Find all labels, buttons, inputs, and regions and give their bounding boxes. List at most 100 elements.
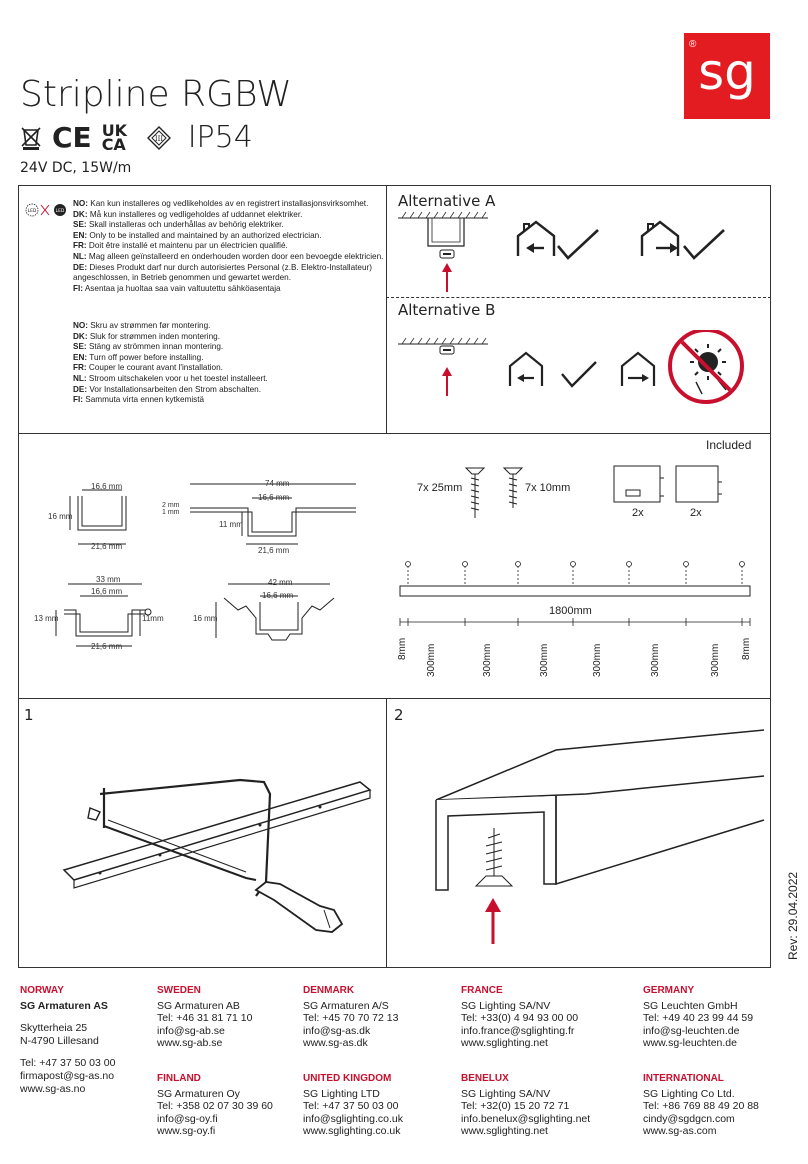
warning-line: DK: Sluk for strømmen inden montering. bbox=[73, 331, 220, 341]
p2-flange-a: 2 mm bbox=[162, 502, 180, 509]
footer-heading: GERMANY bbox=[643, 985, 695, 996]
ce-mark: CE bbox=[52, 121, 92, 154]
p2-bottom-dim: 21,6 mm bbox=[258, 546, 290, 555]
footer-company: SG Lighting SA/NV bbox=[461, 1087, 551, 1100]
screw-b-qty: 7x 10mm bbox=[525, 482, 571, 494]
footer-email-link[interactable]: info@sg-oy.fi bbox=[157, 1112, 218, 1125]
footer-company: SG Lighting LTD bbox=[303, 1087, 380, 1100]
alternative-a-label: Alternative A bbox=[398, 192, 496, 210]
footer-web-link[interactable]: www.sg-oy.fi bbox=[157, 1125, 216, 1138]
footer-phone: Tel: +33(0) 4 94 93 00 00 bbox=[461, 1012, 579, 1025]
end-cap-icon bbox=[613, 465, 664, 503]
led-warning-icons: LED LED bbox=[25, 203, 66, 217]
footer-email-link[interactable]: info@sglighting.co.uk bbox=[303, 1112, 403, 1125]
footer-email-link[interactable]: info@sg-leuchten.de bbox=[643, 1024, 740, 1037]
warning-line: NL: Mag alleen geïnstalleerd en onderhou… bbox=[73, 251, 384, 261]
indoor-house-icon bbox=[516, 220, 556, 256]
footer-web-link[interactable]: www.sglighting.net bbox=[461, 1125, 548, 1138]
footer-email-link[interactable]: info.benelux@sglighting.net bbox=[461, 1112, 591, 1125]
footer-email-link[interactable]: info.france@sglighting.fr bbox=[461, 1024, 575, 1037]
warning-line: DK: Må kun installeres og vedligeholdes … bbox=[73, 209, 303, 219]
revision-date: Rev: 29.04.2022 bbox=[786, 871, 800, 960]
footer-web-link[interactable]: www.sglighting.net bbox=[461, 1037, 548, 1050]
alternative-b-diagram bbox=[398, 330, 744, 404]
installer-warning-list: NO: Kan kun installeres og vedlikeholdes… bbox=[73, 199, 385, 294]
spacing-label: 8mm bbox=[397, 637, 408, 660]
spacing-label: 300mm bbox=[592, 643, 603, 677]
end-cap-b-qty: 2x bbox=[690, 507, 702, 519]
p2-left-dim: 11 mm bbox=[219, 520, 243, 529]
registered-mark: ® bbox=[689, 39, 697, 50]
long-screw-icon bbox=[464, 467, 486, 518]
step-1-number: 1 bbox=[24, 706, 34, 724]
footer-company: SG Armaturen AS bbox=[20, 999, 108, 1012]
alternatives-divider bbox=[386, 297, 771, 298]
footer-web-link[interactable]: www.sg-ab.se bbox=[157, 1037, 223, 1050]
alternative-b-label: Alternative B bbox=[398, 301, 496, 319]
footer-phone: Tel: +47 37 50 03 00 bbox=[303, 1100, 399, 1113]
hacksaw-illustration bbox=[62, 778, 372, 933]
included-parts-drawing bbox=[464, 465, 722, 518]
p2-top-dim: 16,6 mm bbox=[258, 493, 290, 502]
p1-top-dim: 16,6 mm bbox=[91, 482, 123, 491]
spacing-label: 300mm bbox=[426, 643, 437, 677]
spacing-label: 300mm bbox=[650, 643, 661, 677]
footer-denmark-uk: DENMARK SG Armaturen A/S Tel: +45 70 70 … bbox=[303, 985, 403, 1138]
p4-left-dim: 16 mm bbox=[193, 614, 218, 623]
profile-drawings bbox=[55, 483, 356, 647]
indoor-house-icon bbox=[508, 351, 544, 386]
p4-width-dim: 42 mm bbox=[268, 578, 293, 587]
profile-length-drawing bbox=[399, 561, 751, 626]
outdoor-house-icon bbox=[620, 351, 656, 386]
no-sunlight-icon bbox=[668, 330, 744, 404]
sg-logo: sg bbox=[684, 33, 770, 119]
footer-email-link[interactable]: info@sg-as.dk bbox=[303, 1024, 371, 1037]
screw-a-qty: 7x 25mm bbox=[417, 482, 463, 494]
warning-line: FI: Asentaa ja huoltaa saa vain valtuute… bbox=[73, 283, 281, 293]
warning-line: EN: Turn off power before installing. bbox=[73, 352, 204, 362]
footer-company: SG Lighting Co Ltd. bbox=[643, 1087, 735, 1100]
footer-web-link[interactable]: www.sg-as.no bbox=[20, 1082, 86, 1095]
footer-web-link[interactable]: www.sg-as.dk bbox=[303, 1037, 368, 1050]
footer-phone: Tel: +86 769 88 49 20 88 bbox=[643, 1100, 759, 1113]
footer-company: SG Armaturen AB bbox=[157, 999, 240, 1012]
footer-company: SG Leuchten GmbH bbox=[643, 999, 738, 1012]
footer-web-link[interactable]: www.sg-as.com bbox=[643, 1125, 717, 1138]
warning-line: FR: Doit être installé et maintenu par u… bbox=[73, 241, 288, 251]
footer-email-link[interactable]: info@sg-ab.se bbox=[157, 1024, 225, 1037]
warning-line: EN: Only to be installed and maintained … bbox=[73, 230, 322, 240]
warning-line: NO: Kan kun installeres og vedlikeholdes… bbox=[73, 199, 369, 208]
p3-top-dim: 16,6 mm bbox=[91, 587, 123, 596]
footer-heading: FRANCE bbox=[461, 985, 503, 996]
svg-text:III: III bbox=[155, 135, 164, 143]
ip-rating: IP54 bbox=[187, 120, 253, 155]
footer-heading: UNITED KINGDOM bbox=[303, 1072, 392, 1084]
footer-email-link[interactable]: firmapost@sg-as.no bbox=[20, 1069, 115, 1082]
p1-bottom-dim: 21,6 mm bbox=[91, 542, 123, 551]
footer-phone: Tel: +32(0) 15 20 72 71 bbox=[461, 1100, 570, 1113]
footer-web-link[interactable]: www.sglighting.co.uk bbox=[303, 1125, 401, 1138]
profile-1-drawing bbox=[69, 489, 127, 545]
checkmark-icon bbox=[683, 229, 725, 260]
p2-width-dim: 74 mm bbox=[265, 479, 290, 488]
warning-line: SE: Stäng av strömmen innan montering. bbox=[73, 342, 224, 352]
warning-line: DE: Vor Installationsarbeiten den Strom … bbox=[73, 384, 261, 394]
spacing-label: 8mm bbox=[741, 637, 752, 660]
footer-phone: Tel: +49 40 23 99 44 59 bbox=[643, 1012, 754, 1025]
class-iii-icon: III bbox=[146, 125, 171, 150]
footer-france-benelux: FRANCE SG Lighting SA/NV Tel: +33(0) 4 9… bbox=[461, 985, 590, 1138]
profile-2-drawing bbox=[190, 483, 356, 545]
product-title: Stripline RGBW bbox=[20, 74, 292, 115]
checkmark-icon bbox=[561, 361, 597, 388]
alternative-a-diagram bbox=[398, 211, 725, 292]
footer-address-line: Skytterheia 25 bbox=[20, 1022, 88, 1035]
footer-web-link[interactable]: www.sg-leuchten.de bbox=[643, 1037, 737, 1050]
footer-heading: SWEDEN bbox=[157, 985, 201, 996]
profile-length: 1800mm bbox=[549, 605, 592, 617]
ukca-mark: UK CA bbox=[101, 120, 128, 154]
footer-email-link[interactable]: cindy@sgdgcn.com bbox=[643, 1112, 735, 1125]
warning-line: FR: Couper le courant avant l'installati… bbox=[73, 363, 223, 373]
footer-company: SG Armaturen A/S bbox=[303, 999, 389, 1012]
warning-line: FI: Sammuta virta ennen kytkemistä bbox=[73, 395, 205, 405]
footer-phone: Tel: +47 37 50 03 00 bbox=[20, 1057, 116, 1070]
